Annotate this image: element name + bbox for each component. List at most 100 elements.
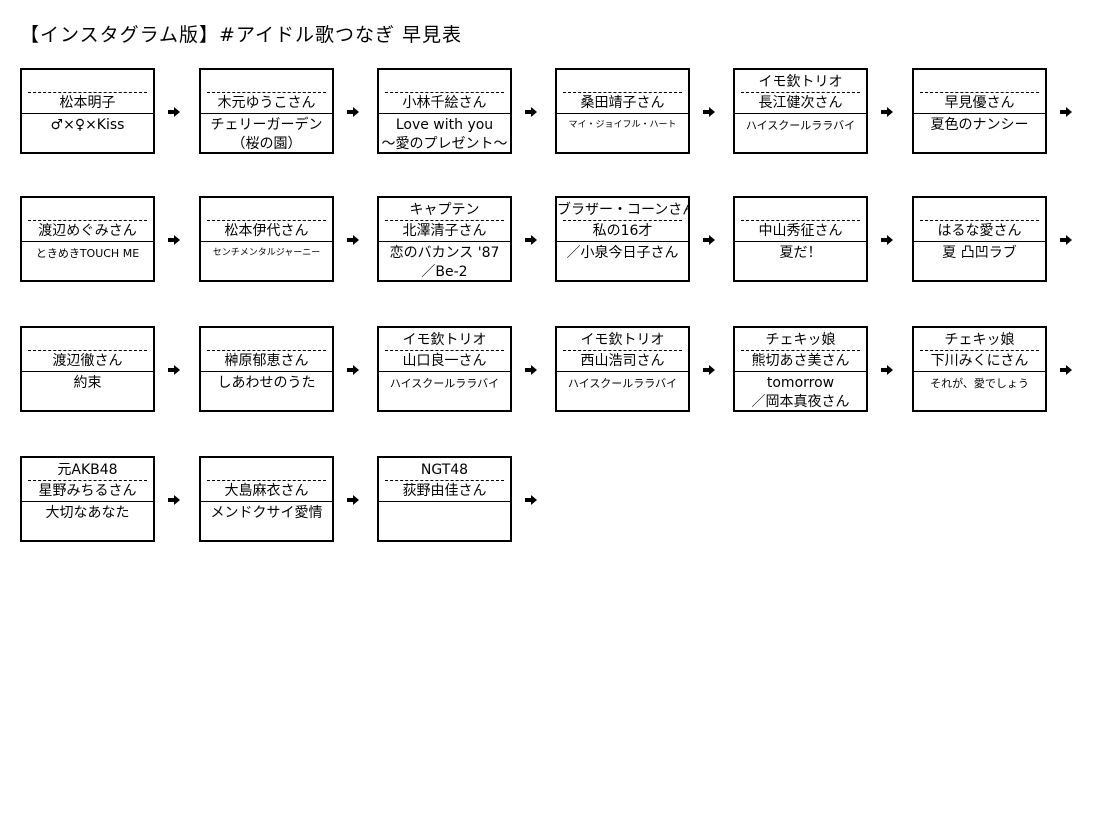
relay-card: ブラザー・コーンさん私の16才 ／小泉今日子さん bbox=[555, 196, 690, 282]
card-header: 松本明子 bbox=[22, 70, 153, 114]
arrow-right-icon bbox=[703, 365, 715, 375]
card-header: はるな愛さん bbox=[914, 198, 1045, 242]
group-label bbox=[201, 72, 332, 92]
arrow-right-icon bbox=[881, 107, 893, 117]
group-label bbox=[201, 330, 332, 350]
group-label bbox=[379, 72, 510, 92]
card-header: キャプテン北澤清子さん bbox=[379, 198, 510, 242]
relay-card: キャプテン北澤清子さん恋のバカンス '87 ／Be-2 bbox=[377, 196, 512, 282]
dashed-divider bbox=[563, 92, 682, 93]
song-title: それが、愛でしょう bbox=[930, 377, 1029, 390]
song-title: ハイスクールララバイ bbox=[567, 377, 678, 390]
song-title: 大切なあなた bbox=[45, 505, 130, 521]
group-label: イモ欽トリオ bbox=[580, 332, 665, 348]
arrow-right-icon bbox=[525, 365, 537, 375]
group-label: キャプテン bbox=[409, 202, 480, 218]
singer-name: 熊切あさ美さん bbox=[751, 353, 850, 369]
singer-name: 荻野由佳さん bbox=[402, 483, 487, 499]
singer-name: はるな愛さん bbox=[937, 223, 1022, 239]
arrow-right-icon bbox=[168, 365, 180, 375]
song-title: 夏だ！ bbox=[779, 245, 822, 261]
dashed-divider bbox=[207, 350, 326, 351]
singer-name: 木元ゆうこさん bbox=[217, 95, 316, 111]
singer-name: 松本明子 bbox=[59, 95, 116, 111]
arrow-right-icon bbox=[1060, 365, 1072, 375]
singer-name: 北澤清子さん bbox=[402, 223, 487, 239]
dashed-divider bbox=[385, 350, 504, 351]
song-title: 夏 凸凹ラブ bbox=[942, 245, 1017, 261]
group-label bbox=[914, 72, 1045, 92]
card-header: 中山秀征さん bbox=[735, 198, 866, 242]
card-header: 早見優さん bbox=[914, 70, 1045, 114]
arrow-right-icon bbox=[1060, 235, 1072, 245]
arrow-right-icon bbox=[703, 107, 715, 117]
group-label bbox=[22, 72, 153, 92]
arrow-right-icon bbox=[525, 495, 537, 505]
song-title: 約束 bbox=[73, 375, 102, 391]
singer-name: 山口良一さん bbox=[402, 353, 487, 369]
dashed-divider bbox=[207, 480, 326, 481]
card-header: 木元ゆうこさん bbox=[201, 70, 332, 114]
singer-name: 松本伊代さん bbox=[224, 223, 309, 239]
relay-card: はるな愛さん夏 凸凹ラブ bbox=[912, 196, 1047, 282]
arrow-right-icon bbox=[347, 235, 359, 245]
singer-name: 小林千絵さん bbox=[402, 95, 487, 111]
group-label bbox=[735, 200, 866, 220]
singer-name: 早見優さん bbox=[944, 95, 1015, 111]
group-label bbox=[201, 460, 332, 480]
song-title: 夏色のナンシー bbox=[930, 117, 1029, 133]
arrow-right-icon bbox=[881, 365, 893, 375]
group-label: 元AKB48 bbox=[57, 462, 118, 478]
card-header: 渡辺めぐみさん bbox=[22, 198, 153, 242]
dashed-divider bbox=[920, 220, 1039, 221]
card-header: ブラザー・コーンさん私の16才 bbox=[557, 198, 688, 242]
relay-card: 渡辺めぐみさんときめきTOUCH ME bbox=[20, 196, 155, 282]
song-title: ハイスクールララバイ bbox=[745, 119, 856, 132]
singer-name: 長江健次さん bbox=[758, 95, 843, 111]
singer-name: 私の16才 bbox=[592, 223, 653, 239]
singer-name: 桑田靖子さん bbox=[580, 95, 665, 111]
card-header: 桑田靖子さん bbox=[557, 70, 688, 114]
group-label: イモ欽トリオ bbox=[758, 74, 843, 90]
arrow-right-icon bbox=[347, 107, 359, 117]
dashed-divider bbox=[28, 350, 147, 351]
card-header: チェキッ娘下川みくにさん bbox=[914, 328, 1045, 372]
song-title: Love with you 〜愛のプレゼント〜 bbox=[381, 117, 508, 152]
dashed-divider bbox=[920, 92, 1039, 93]
song-title: センチメンタルジャーニー bbox=[212, 248, 321, 258]
relay-card: チェキッ娘下川みくにさんそれが、愛でしょう bbox=[912, 326, 1047, 412]
card-header: イモ欽トリオ長江健次さん bbox=[735, 70, 866, 114]
dashed-divider bbox=[563, 220, 682, 221]
dashed-divider bbox=[28, 92, 147, 93]
relay-card: 松本伊代さんセンチメンタルジャーニー bbox=[199, 196, 334, 282]
arrow-right-icon bbox=[347, 365, 359, 375]
singer-name: 星野みちるさん bbox=[38, 483, 137, 499]
song-title: ／小泉今日子さん bbox=[566, 245, 679, 261]
dashed-divider bbox=[28, 220, 147, 221]
card-header: 小林千絵さん bbox=[379, 70, 510, 114]
arrow-right-icon bbox=[881, 235, 893, 245]
dashed-divider bbox=[920, 350, 1039, 351]
arrow-right-icon bbox=[168, 235, 180, 245]
page-title: 【インスタグラム版】#アイドル歌つなぎ 早見表 bbox=[20, 24, 463, 46]
song-title: メンドクサイ愛情 bbox=[210, 505, 323, 521]
dashed-divider bbox=[385, 480, 504, 481]
relay-card: 松本明子♂×♀×Kiss bbox=[20, 68, 155, 154]
song-title: チェリーガーデン （桜の園） bbox=[210, 117, 323, 152]
relay-card: 桑田靖子さんマイ・ジョイフル・ハート bbox=[555, 68, 690, 154]
singer-name: 中山秀征さん bbox=[758, 223, 843, 239]
card-header: 榊原郁恵さん bbox=[201, 328, 332, 372]
singer-name: 榊原郁恵さん bbox=[224, 353, 309, 369]
singer-name: 下川みくにさん bbox=[930, 353, 1029, 369]
group-label bbox=[22, 330, 153, 350]
dashed-divider bbox=[385, 220, 504, 221]
card-header: 渡辺徹さん bbox=[22, 328, 153, 372]
group-label: チェキッ娘 bbox=[765, 332, 836, 348]
group-label bbox=[914, 200, 1045, 220]
arrow-right-icon bbox=[525, 107, 537, 117]
group-label: イモ欽トリオ bbox=[402, 332, 487, 348]
song-title: 恋のバカンス '87 ／Be-2 bbox=[389, 245, 500, 280]
card-header: チェキッ娘熊切あさ美さん bbox=[735, 328, 866, 372]
dashed-divider bbox=[28, 480, 147, 481]
